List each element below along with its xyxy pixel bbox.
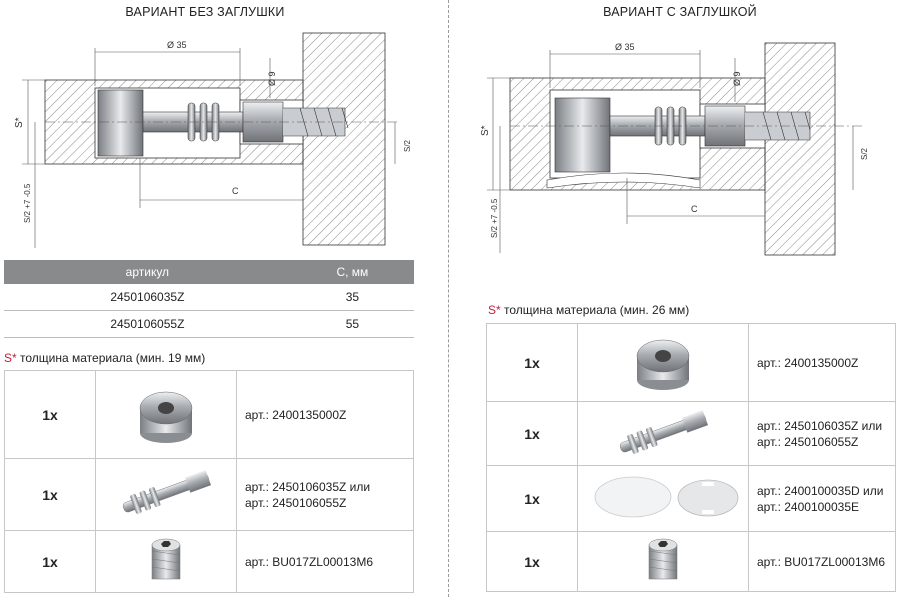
- cam-housing: [97, 89, 144, 157]
- left-parts-list: 1x арт.: 2400135000Z 1x арт.: 2450106035…: [4, 370, 414, 593]
- s-mark: S*: [488, 303, 501, 317]
- col-article: артикул: [4, 260, 291, 284]
- list-item: 1x арт.: BU017ZL00013M6: [4, 530, 414, 593]
- dim-s: S*: [14, 117, 25, 128]
- connector-bolt-icon: [122, 470, 212, 514]
- list-item: 1x арт.: 2400135000Z: [4, 370, 414, 459]
- right-technical-drawing: Ø 35 Ø 9 S* S/2 S/2 +7 -0.5 C: [480, 42, 869, 256]
- left-title: ВАРИАНТ БЕЗ ЗАГЛУШКИ: [125, 5, 285, 19]
- cover-cap-icon: [594, 476, 739, 518]
- s-mark: S*: [4, 351, 17, 365]
- threaded-insert-icon: [151, 538, 181, 579]
- dim-diameter-9: Ø 9: [732, 71, 742, 86]
- right-material-note: S* толщина материала (мин. 26 мм): [488, 303, 690, 317]
- vertical-panel: [764, 42, 836, 256]
- right-parts-list: 1x арт.: 2400135000Z 1x арт.: 2450106035…: [486, 323, 896, 592]
- connector-bolt-icon: [619, 409, 709, 454]
- dim-s-half-plus: S/2 +7 -0.5: [490, 198, 499, 238]
- dim-s: S*: [480, 125, 491, 136]
- list-item: 1x арт.: BU017ZL00013M6: [486, 531, 896, 592]
- col-c-mm: С, мм: [290, 260, 414, 284]
- dim-s-half: S/2: [403, 139, 412, 152]
- cam-housing-icon: [139, 391, 193, 443]
- vertical-panel: [302, 32, 386, 246]
- section-divider: [448, 0, 449, 597]
- list-item: 1x арт.: 2400135000Z: [486, 323, 896, 402]
- left-material-note: S* толщина материала (мин. 19 мм): [4, 351, 206, 365]
- dim-diameter-35: Ø 35: [167, 40, 187, 50]
- dim-c: C: [232, 186, 239, 196]
- dim-diameter-9: Ø 9: [267, 71, 277, 86]
- dim-s-half-plus: S/2 +7 -0.5: [23, 183, 32, 223]
- cam-housing: [554, 97, 611, 173]
- dim-diameter-35: Ø 35: [615, 42, 635, 52]
- cam-housing-icon: [636, 339, 690, 390]
- cover-cap: [546, 172, 701, 189]
- dim-s-half: S/2: [860, 147, 869, 160]
- threaded-insert-icon: [648, 538, 678, 579]
- left-technical-drawing: Ø 35 Ø 9 S* S/2 S/2 +7 -0.5 C: [14, 32, 412, 248]
- right-title: ВАРИАНТ С ЗАГЛУШКОЙ: [603, 5, 757, 19]
- dim-c: C: [691, 204, 698, 214]
